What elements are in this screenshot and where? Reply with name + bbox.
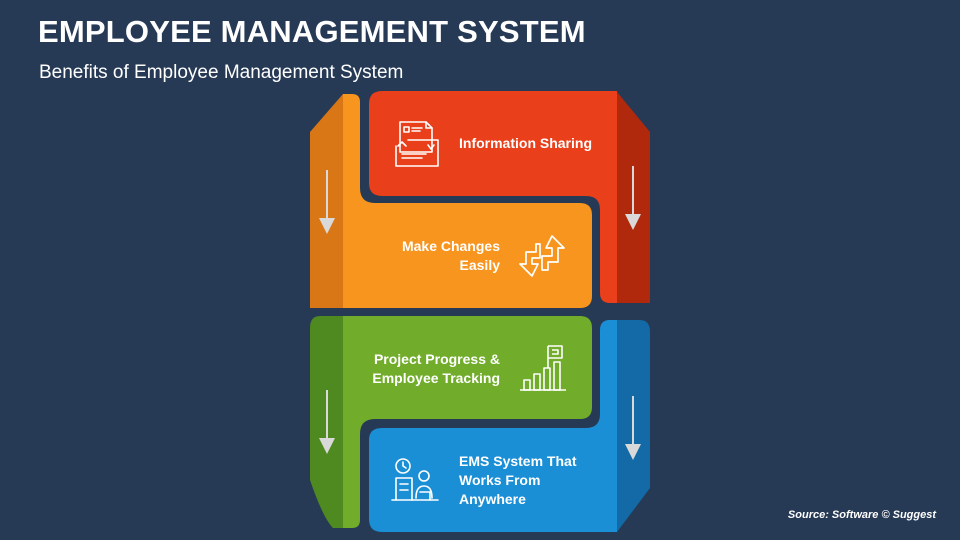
step-label-line: Easily: [459, 257, 500, 273]
swap-arrows-icon: [519, 235, 565, 277]
red-segment: [369, 91, 650, 303]
remote-worker-icon: [391, 458, 439, 501]
step-label-line: EMS System That: [459, 453, 577, 469]
bar-chart-flag-icon: [520, 345, 566, 391]
page-subtitle: Benefits of Employee Management System: [39, 62, 404, 83]
document-share-icon: [395, 121, 439, 167]
orange-segment: [310, 94, 592, 308]
step-label-line: Anywhere: [459, 491, 526, 507]
page-title: EMPLOYEE MANAGEMENT SYSTEM: [38, 14, 586, 49]
step-label-make-changes: Make Changes Easily: [402, 237, 500, 275]
step-label-line: Information Sharing: [459, 135, 592, 151]
step-label-line: Works From: [459, 472, 541, 488]
step-label-project-progress: Project Progress & Employee Tracking: [372, 350, 500, 388]
blue-segment: [369, 320, 650, 532]
step-label-information-sharing: Information Sharing: [459, 134, 592, 153]
step-label-line: Project Progress &: [373, 351, 500, 367]
step-label-line: Employee Tracking: [372, 370, 500, 386]
step-label-ems-anywhere: EMS System That Works From Anywhere: [459, 452, 576, 509]
green-segment: [310, 316, 592, 528]
step-label-line: Make Changes: [401, 238, 500, 254]
source-note: Source: Software © Suggest: [787, 509, 936, 521]
